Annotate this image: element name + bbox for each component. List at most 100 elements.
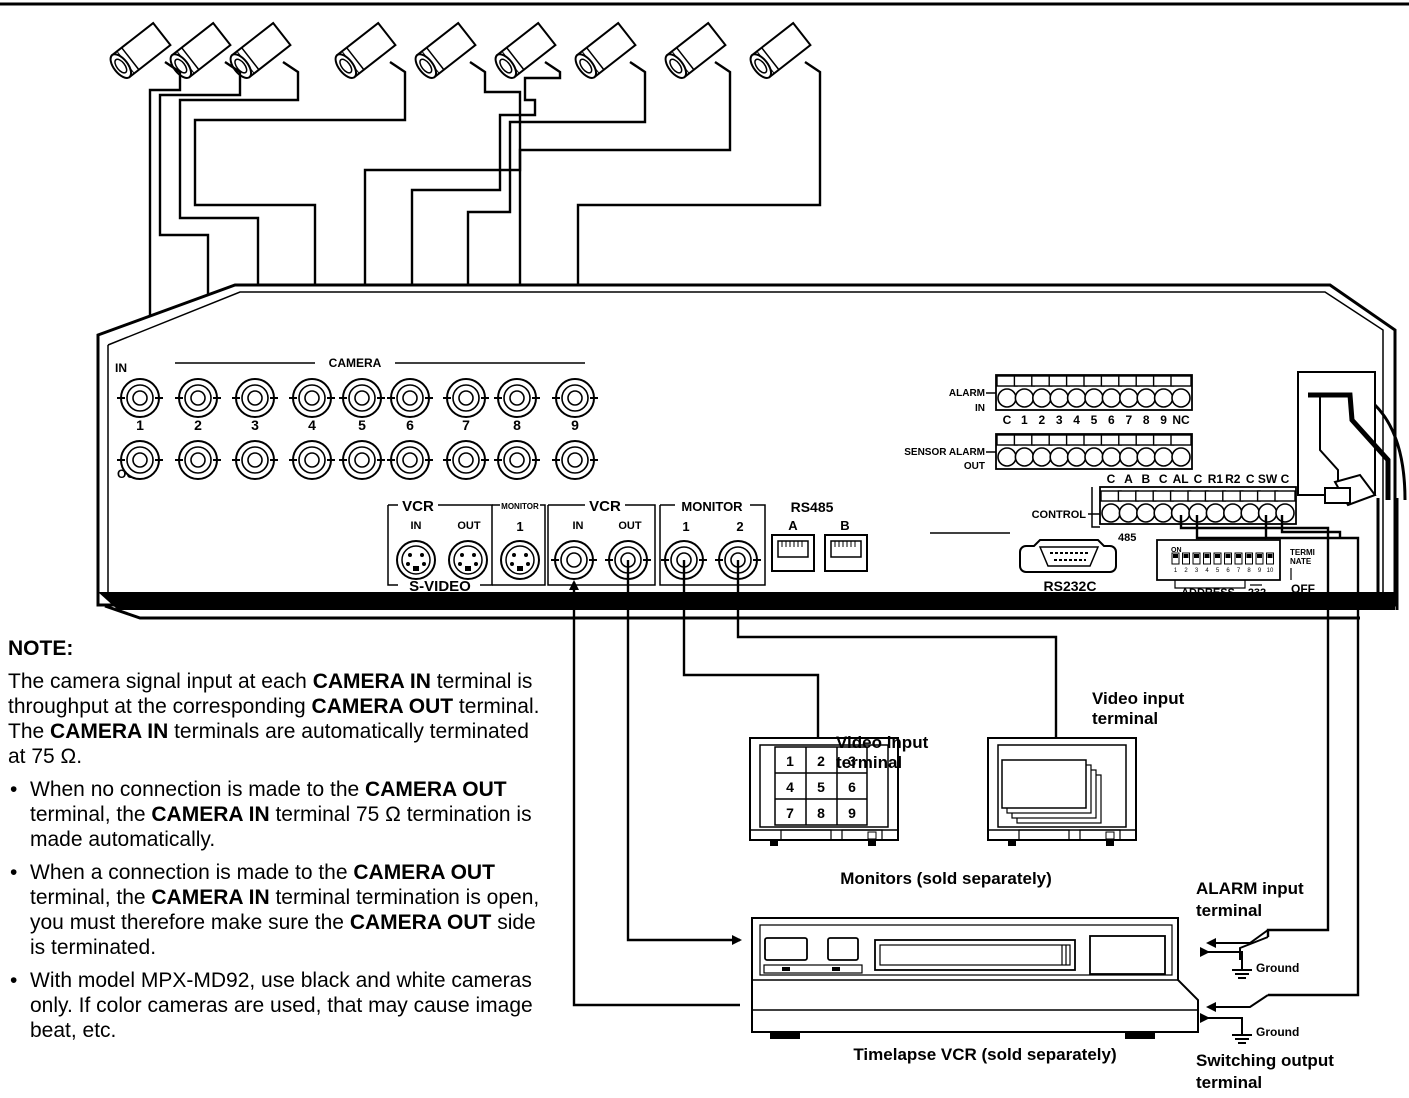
monitor-bnc-block: MONITOR 1 2 <box>659 499 766 586</box>
timelapse-vcr <box>751 917 1199 1039</box>
control-terminal-label-3: B <box>1141 472 1150 486</box>
note-bullets: When no connection is made to the CAMERA… <box>8 777 548 1043</box>
camera-2 <box>165 22 232 83</box>
camera-number-7: 7 <box>462 417 470 433</box>
alarm-in-label-1: ALARM <box>949 388 985 399</box>
sensor-label-1: SENSOR ALARM <box>904 447 985 458</box>
note-panel: NOTE: The camera signal input at each CA… <box>8 636 548 1051</box>
svideo-label: S-VIDEO <box>409 578 471 595</box>
svideo-connector-3 <box>500 540 540 580</box>
control-terminal-label-11: C <box>1281 472 1290 486</box>
monitors-caption: Monitors (sold separately) <box>840 869 1052 888</box>
control-terminal-11 <box>1274 490 1296 523</box>
label-232: 232 <box>1248 587 1266 599</box>
svideo-connector-2 <box>448 540 488 580</box>
dip-number-6: 6 <box>1226 568 1230 574</box>
alarm-terminal-label-7: 6 <box>1108 413 1115 427</box>
camera-number-4: 4 <box>308 417 316 433</box>
sensor-alarm-out-terminal-block: SENSOR ALARM OUT <box>904 433 1193 472</box>
dip-switch-4 <box>1203 552 1211 565</box>
alarm-terminal-label-11: NC <box>1172 413 1190 427</box>
camera-7 <box>570 22 637 83</box>
camera-8 <box>660 22 727 83</box>
dip-number-5: 5 <box>1216 568 1220 574</box>
video-input-2-line2: terminal <box>1092 709 1158 728</box>
camera-label: CAMERA <box>329 356 382 370</box>
monitor-grid-cell-7: 7 <box>786 805 794 821</box>
camera-number-8: 8 <box>513 417 521 433</box>
camera-9 <box>745 22 812 83</box>
alarm-terminal-label-6: 5 <box>1091 413 1098 427</box>
note-heading: NOTE: <box>8 637 74 660</box>
rs485-label: RS485 <box>791 499 834 515</box>
control-label: CONTROL <box>1032 509 1087 521</box>
rs485-a-label: A <box>788 518 798 533</box>
camera-cables <box>148 61 822 385</box>
svideo-in-label: IN <box>411 520 422 532</box>
alarm-terminal-label-9: 8 <box>1143 413 1150 427</box>
sensor-label-2: OUT <box>964 461 985 472</box>
camera-number-3: 3 <box>251 417 259 433</box>
camera-3 <box>225 22 292 83</box>
video-input-2-line1: Video input <box>1092 689 1185 708</box>
termi-label-1: TERMI <box>1290 548 1315 557</box>
camera-1 <box>105 22 172 83</box>
vcr-bnc-block: VCR IN OUT <box>547 498 656 586</box>
camera-number-5: 5 <box>358 417 366 433</box>
sensor-alarm-terminal-11 <box>1170 434 1192 467</box>
monitor-grid-cell-1: 1 <box>786 753 794 769</box>
monitor-grid-cell-3: 3 <box>848 753 856 769</box>
label-485: 485 <box>1118 532 1136 544</box>
video-input-1-line2: terminal <box>836 753 902 772</box>
video-input-1-line1: Video input <box>836 733 929 752</box>
dip-switch-3 <box>1192 552 1201 565</box>
off-label: OFF <box>1291 582 1315 596</box>
control-terminal-label-8: R2 <box>1225 472 1241 486</box>
camera-number-6: 6 <box>406 417 414 433</box>
ground-label-1: Ground <box>1256 961 1299 975</box>
termi-label-2: NATE <box>1290 557 1312 566</box>
note-bullet-1: When no connection is made to the CAMERA… <box>8 777 548 852</box>
alarm-terminal-label-5: 4 <box>1073 413 1080 427</box>
dip-switch-2 <box>1182 552 1190 565</box>
svideo-out-label: OUT <box>457 520 481 532</box>
dip-switch-8 <box>1245 552 1253 565</box>
camera-out-connectors <box>116 440 599 480</box>
rs232c-label: RS232C <box>1044 578 1097 594</box>
address-label: ADDRESS <box>1181 587 1235 599</box>
switching-output-line2: terminal <box>1196 1073 1262 1092</box>
camera-in-connectors <box>116 378 599 418</box>
note-paragraph: The camera signal input at each CAMERA I… <box>8 670 540 768</box>
vcr-caption: Timelapse VCR (sold separately) <box>853 1045 1116 1064</box>
switching-output-line1: Switching output <box>1196 1051 1334 1070</box>
camera-number-1: 1 <box>136 417 144 433</box>
monitor-full-display <box>987 737 1137 846</box>
multiplexer-unit <box>96 283 1397 620</box>
camera-5 <box>410 22 477 83</box>
dip-number-2: 2 <box>1184 568 1188 574</box>
control-terminal-label-1: C <box>1107 472 1116 486</box>
note-bullet-2: When a connection is made to the CAMERA … <box>8 860 548 960</box>
dip-number-4: 4 <box>1205 568 1209 574</box>
power-plug <box>1297 371 1407 610</box>
vcr-bnc-label: VCR <box>589 498 621 515</box>
control-terminal-label-2: A <box>1124 472 1133 486</box>
control-terminal-label-5: AL <box>1173 472 1189 486</box>
monitor-grid-cell-5: 5 <box>817 779 825 795</box>
camera-4 <box>330 22 397 83</box>
monitor-2-label: 2 <box>736 519 743 534</box>
dip-switch-7 <box>1234 552 1243 565</box>
monitor-svideo-label: MONITOR <box>501 502 539 511</box>
dip-on-label: ON <box>1171 547 1182 554</box>
control-terminal-label-10: SW <box>1258 472 1278 486</box>
monitor-grid-cell-4: 4 <box>786 779 794 795</box>
control-terminal-label-6: C <box>1194 472 1203 486</box>
dip-number-9: 9 <box>1258 568 1262 574</box>
alarm-in-terminal-11 <box>1170 375 1192 408</box>
dip-switch-10 <box>1266 552 1274 565</box>
vcr-in-label: IN <box>573 520 584 532</box>
monitor-1-label: 1 <box>682 519 689 534</box>
